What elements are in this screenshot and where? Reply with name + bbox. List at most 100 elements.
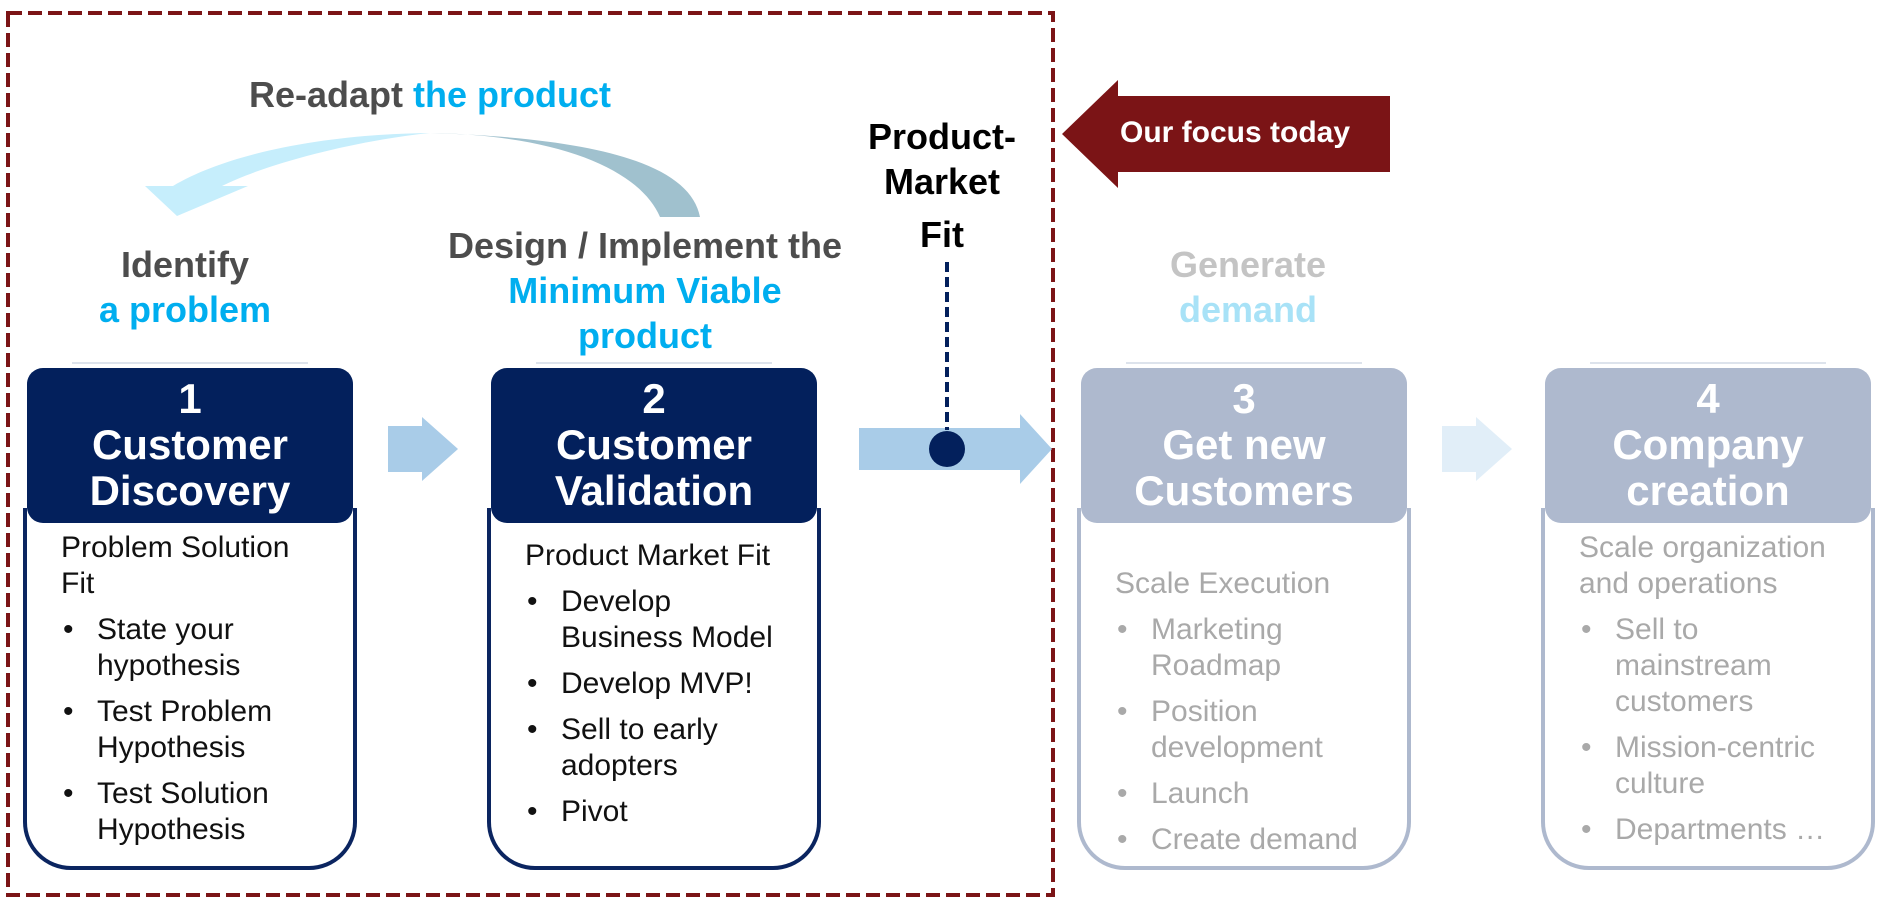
card-number: 4 <box>1696 375 1720 422</box>
bullet-icon: • <box>63 613 74 646</box>
card-get-new-customers: 3 Get new Customers Scale Execution • Mar… <box>1077 362 1411 870</box>
bullet-icon: • <box>1117 777 1128 810</box>
bullet-text: Test Problem Hypothesis <box>97 695 273 764</box>
bullet-text: Develop Business Model <box>561 585 773 654</box>
loop-label-dark: Re-adapt <box>248 74 404 115</box>
card-customer-validation: 2 Customer Validation Product Market Fit… <box>487 362 821 870</box>
card-number: 3 <box>1232 375 1256 422</box>
bullet-item: •Launch <box>1115 776 1381 812</box>
bullet-item: • State your hypothesis <box>61 612 327 684</box>
card-title-line-1: Customer <box>555 421 753 468</box>
bullet-item: • Sell to early adopters <box>525 712 791 784</box>
card-number: 2 <box>642 375 666 422</box>
phase-heading-mvp-accent-1: Minimum Viable <box>508 270 782 311</box>
phase-heading-mvp-dark: Design / Implement the <box>447 225 843 266</box>
bullet-text: Position development <box>1151 695 1323 764</box>
bullet-text: Create demand <box>1151 823 1358 856</box>
milestone-line-1: Product- <box>868 116 1016 157</box>
card-title-line-1: Company <box>1612 421 1804 468</box>
milestone-line-3: Fit <box>920 214 964 255</box>
bullet-icon: • <box>1117 695 1128 728</box>
card-header: 4 Company creation <box>1545 368 1871 523</box>
bullet-text: Test Solution Hypothesis <box>97 777 269 846</box>
bullet-text: Sell to mainstream customers <box>1615 613 1772 718</box>
card-subtitle: Problem Solution Fit <box>61 531 290 600</box>
flow-arrow-1-to-2 <box>388 417 458 481</box>
card-topline <box>536 362 772 364</box>
bullet-item: • Mission-centric culture <box>1579 730 1845 802</box>
phase-heading-demand: Generate demand <box>1118 242 1378 332</box>
focus-arrow <box>1062 80 1390 188</box>
bullet-item: • Sell to mainstream customers <box>1579 612 1845 720</box>
bullet-icon: • <box>527 585 538 618</box>
flow-arrow-3-to-4 <box>1442 417 1512 481</box>
loop-label: Re-adapt the product <box>200 72 660 117</box>
card-bullets: • State your hypothesis • Test Problem Hyp… <box>61 612 327 848</box>
card-topline <box>72 362 308 364</box>
bullet-icon: • <box>527 667 538 700</box>
bullet-icon: • <box>63 777 74 810</box>
loop-arrow-head <box>145 133 430 216</box>
card-subtitle: Scale Execution <box>1115 567 1331 600</box>
bullet-icon: • <box>1117 613 1128 646</box>
card-company-creation: 4 Company creation Scale organization an… <box>1541 362 1875 870</box>
bullet-icon: • <box>63 695 74 728</box>
card-title-line-2: Customers <box>1134 467 1354 514</box>
phase-heading-identify-dark: Identify <box>120 244 249 285</box>
card-subtitle: Scale organization and operations <box>1579 531 1826 600</box>
card-subtitle: Product Market Fit <box>525 539 771 572</box>
card-body: Scale Execution • Marketing Roadmap • Posi… <box>1077 508 1411 870</box>
bullet-icon: • <box>1581 813 1592 846</box>
bullet-text: Develop MVP! <box>561 667 753 700</box>
card-body: Problem Solution Fit • State your hypothe… <box>23 508 357 870</box>
bullet-icon: • <box>1581 731 1592 764</box>
bullet-item: • Develop MVP! <box>525 666 791 702</box>
focus-label: Our focus today <box>1120 116 1351 149</box>
card-title-line-2: Discovery <box>89 467 291 514</box>
card-title-line-2: Validation <box>554 467 754 514</box>
milestone-label: Product- Market Fit <box>860 114 1024 257</box>
bullet-item: • Marketing Roadmap <box>1115 612 1381 684</box>
bullet-text: Sell to early adopters <box>561 713 718 782</box>
card-bullets: • Develop Business Model • Develop MVP! • S… <box>525 584 791 830</box>
bullet-item: • Position development <box>1115 694 1381 766</box>
bullet-text: Mission-centric culture <box>1615 731 1816 800</box>
bullet-text: Marketing Roadmap <box>1151 613 1283 682</box>
card-topline <box>1126 362 1362 364</box>
bullet-text: Departments … <box>1615 813 1826 846</box>
card-body: Scale organization and operations • Sell … <box>1541 508 1875 870</box>
card-topline <box>1590 362 1826 364</box>
bullet-icon: • <box>1117 823 1128 856</box>
bullet-item: • Pivot <box>525 794 791 830</box>
card-title-line-1: Get new <box>1162 421 1326 468</box>
focus-frame <box>6 11 1055 897</box>
milestone-line-2: Market <box>883 161 1001 202</box>
phase-heading-demand-dark: Generate <box>1169 244 1327 285</box>
bullet-item: • Test Problem Hypothesis <box>61 694 327 766</box>
bullet-icon: • <box>527 713 538 746</box>
bullet-item: • Develop Business Model <box>525 584 791 656</box>
bullet-item: • Create demand <box>1115 822 1381 858</box>
card-number: 1 <box>178 375 202 422</box>
card-title-line-1: Customer <box>91 421 289 468</box>
bullet-icon: • <box>1581 613 1592 646</box>
phase-heading-identify-accent: a problem <box>98 289 272 330</box>
phase-heading-demand-accent: demand <box>1178 289 1318 330</box>
card-bullets: • Marketing Roadmap • Position development… <box>1115 612 1381 858</box>
milestone-dot <box>929 431 965 467</box>
card-header: 1 Customer Discovery <box>27 368 353 523</box>
card-customer-discovery: 1 Customer Discovery Problem Solution Fi… <box>23 362 357 870</box>
card-header: 3 Get new Customers <box>1081 368 1407 523</box>
loop-label-accent: the product <box>413 74 612 115</box>
bullet-text: State your hypothesis <box>97 613 241 682</box>
phase-heading-mvp-accent-2: product <box>578 315 712 356</box>
card-body: Product Market Fit • Develop Business Mod… <box>487 508 821 870</box>
bullet-text: Pivot <box>561 795 628 828</box>
bullet-icon: • <box>527 795 538 828</box>
bullet-item: • Departments … <box>1579 812 1845 848</box>
phase-heading-mvp: Design / Implement the Minimum Viable pr… <box>430 223 860 358</box>
bullet-item: • Test Solution Hypothesis <box>61 776 327 848</box>
card-header: 2 Customer Validation <box>491 368 817 523</box>
card-bullets: • Sell to mainstream customers • Mission-c… <box>1579 612 1845 848</box>
